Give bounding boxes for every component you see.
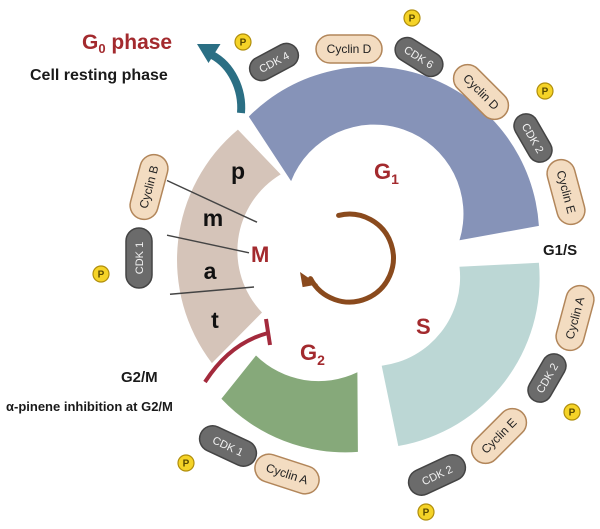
- cyclin-a-s-pill: Cyclin A: [555, 284, 595, 352]
- phosphate-cdk2-bottom: P: [417, 503, 435, 521]
- phosphate-cdk2-s: P: [563, 403, 581, 421]
- cyclin-d-top-pill: Cyclin D: [315, 34, 383, 64]
- svg-text:Cyclin D: Cyclin D: [327, 42, 372, 56]
- svg-text:P: P: [423, 508, 430, 519]
- g1-phase-arc: [248, 66, 539, 241]
- g2-phase-label: G2: [300, 340, 325, 368]
- s-phase-label: S: [416, 314, 431, 339]
- svg-text:P: P: [98, 270, 105, 281]
- g1-phase-label: G1: [374, 159, 399, 187]
- m-phase-arc: [177, 129, 281, 364]
- m-divider-1: [166, 179, 258, 223]
- svg-text:CDK 1: CDK 1: [134, 242, 146, 274]
- cyclin-e-s-pill: Cyclin E: [470, 407, 528, 465]
- svg-text:P: P: [240, 38, 247, 49]
- inhibition-arc: [203, 331, 269, 384]
- cdk1-m-pill: CDK 1: [125, 227, 153, 289]
- cdk2-bottom-pill: CDK 2: [407, 454, 467, 496]
- cdk1-g2-pill: CDK 1: [198, 425, 258, 467]
- cyclin-e-g1-pill: Cyclin E: [546, 158, 586, 226]
- cdk2-g1-pill: CDK 2: [513, 113, 553, 163]
- phosphate-cdk1-g2: P: [177, 454, 195, 472]
- svg-text:P: P: [409, 14, 416, 25]
- inhibition-bar: [264, 318, 272, 346]
- phosphate-cdk6: P: [403, 9, 421, 27]
- cdk4-pill: CDK 4: [248, 42, 300, 82]
- m-subphase-prophase: p: [231, 158, 245, 184]
- phosphate-cdk1-m: P: [92, 265, 110, 283]
- phosphate-cdk2-g1: P: [536, 82, 554, 100]
- alpha-pinene-inhibition-label: α-pinene inhibition at G2/M: [6, 399, 173, 414]
- svg-text:P: P: [542, 87, 549, 98]
- s-phase-arc: [381, 262, 540, 446]
- m-subphase-anaphase: a: [204, 258, 217, 284]
- svg-text:P: P: [569, 408, 576, 419]
- g0-phase-title: G0 phase: [82, 31, 172, 56]
- g2-phase-arc: [221, 355, 358, 453]
- g2m-checkpoint-label: G2/M: [121, 369, 158, 386]
- g1s-checkpoint-label: G1/S: [543, 242, 577, 259]
- cyclin-b-pill: Cyclin B: [129, 153, 169, 221]
- m-divider-3: [169, 286, 255, 295]
- m-phase-label: M: [251, 242, 269, 267]
- g0-arrowhead: [197, 44, 221, 63]
- cycle-arrowhead: [300, 272, 318, 288]
- cyclin-a-g2-pill: Cyclin A: [254, 453, 320, 495]
- g0-phase-subtitle: Cell resting phase: [30, 67, 168, 84]
- cdk2-s-pill: CDK 2: [527, 353, 567, 403]
- g0-arrow: [209, 51, 246, 114]
- svg-text:P: P: [183, 459, 190, 470]
- phosphate-cdk4: P: [234, 33, 252, 51]
- m-subphase-telophase: t: [211, 307, 219, 333]
- cycle-arrow: [308, 211, 396, 305]
- m-subphase-metaphase: m: [203, 205, 223, 231]
- m-divider-2: [166, 234, 250, 254]
